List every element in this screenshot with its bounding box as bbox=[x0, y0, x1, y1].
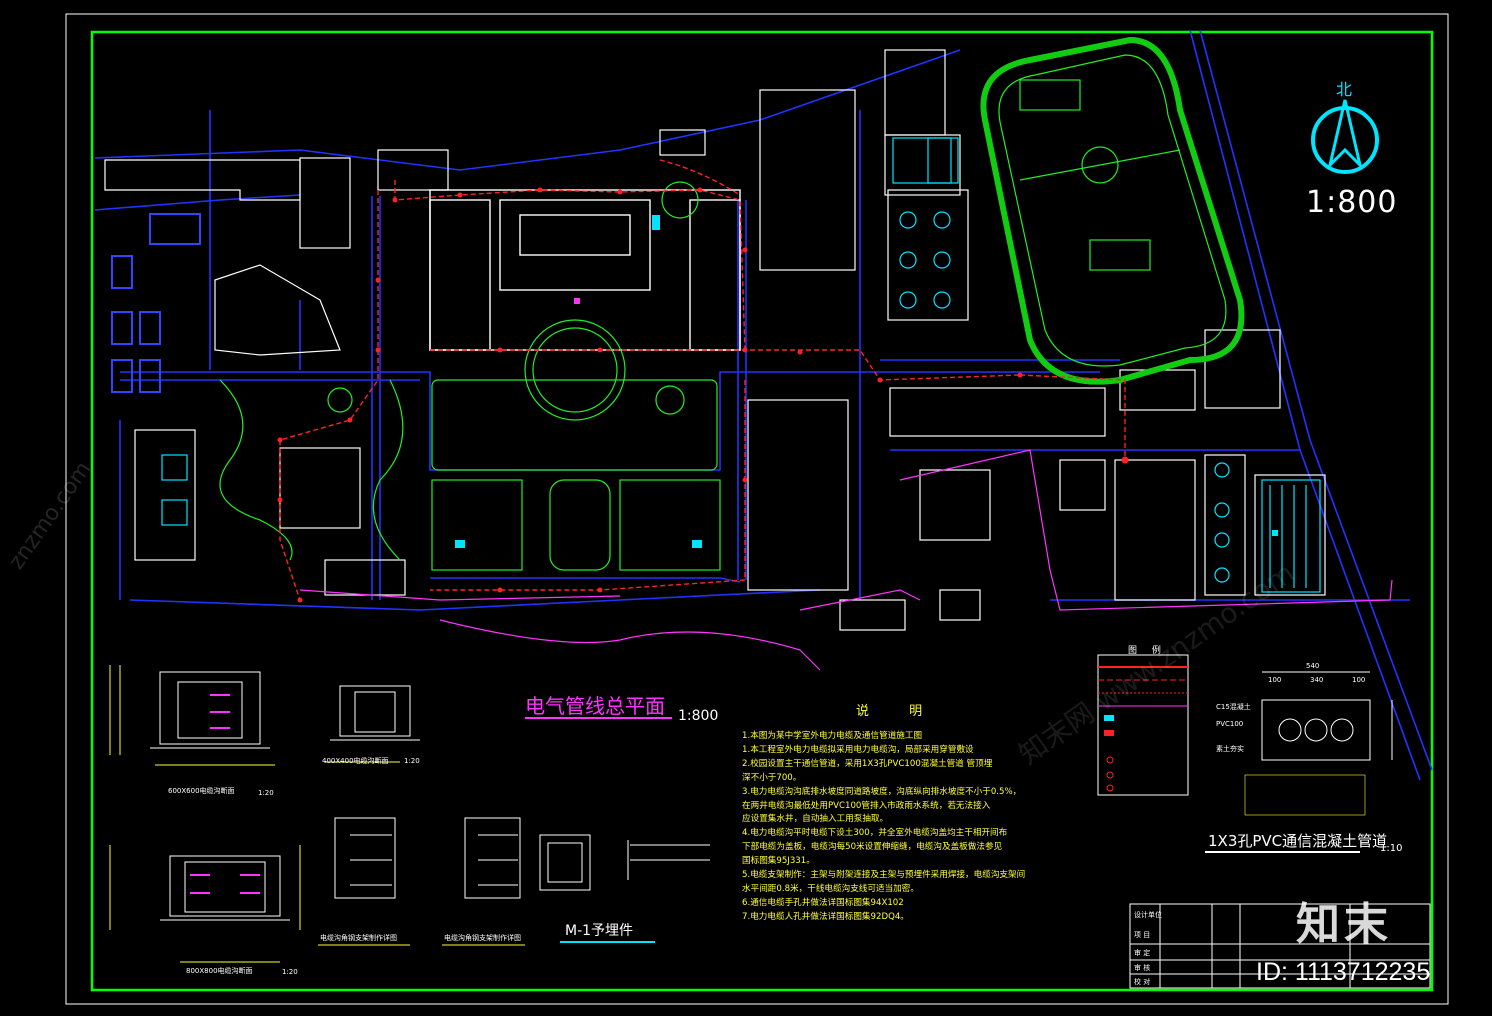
watermark-logo: 知末 bbox=[1296, 899, 1392, 950]
legend-box bbox=[1097, 654, 1189, 796]
note-line: 2.校园设置主干通信管道，采用1X3孔PVC100混凝土管道 管顶埋 bbox=[742, 758, 993, 769]
main-building bbox=[429, 189, 741, 351]
note-line: 3.电力电缆沟沟底排水坡度同道路坡度，沟底纵向排水坡度不小于0.5%， bbox=[742, 786, 1022, 797]
pit-600-caption: 600X600电缆沟断面 bbox=[168, 787, 235, 795]
site-features-cyan bbox=[161, 137, 1321, 593]
duct-dim-total: 540 bbox=[1306, 662, 1320, 670]
landscape-green bbox=[219, 36, 1245, 571]
support-b-caption: 电缆沟角钢支架制作详图 bbox=[444, 934, 521, 942]
pit-600-scale: 1:20 bbox=[258, 789, 274, 797]
watermark-id: ID: 1113712235 bbox=[1256, 958, 1431, 986]
detail-pit-800 bbox=[109, 845, 301, 963]
title-block-row: 项 目 bbox=[1134, 931, 1151, 939]
title-block-row: 审 核 bbox=[1134, 964, 1151, 972]
cyan-markers bbox=[455, 215, 1278, 548]
note-line: 应设置集水井，自动抽入工用泵抽取。 bbox=[742, 814, 889, 825]
note-line: 1.本工程室外电力电缆拟采用电力电缆沟，局部采用穿管敷设 bbox=[742, 744, 974, 755]
pit-800-scale: 1:20 bbox=[282, 968, 298, 976]
notes-title: 说 明 bbox=[856, 704, 941, 719]
pit-800-caption: 800X800电缆沟断面 bbox=[186, 967, 253, 975]
duct-label-soil: 素土夯实 bbox=[1216, 745, 1244, 753]
duct-section-scale: 1:10 bbox=[1380, 843, 1403, 854]
note-line: 1.本图为某中学室外电力电缆及通信管道施工图 bbox=[742, 731, 923, 741]
title-block-row: 校 对 bbox=[1134, 978, 1151, 986]
detail-pit-600 bbox=[109, 665, 275, 766]
duct-dim-right: 100 bbox=[1352, 676, 1366, 684]
plan-title: 电气管线总平面 bbox=[525, 694, 665, 718]
detail-pit-800-pink bbox=[190, 874, 260, 894]
detail-m1 bbox=[539, 834, 710, 943]
duct-section-title: 1X3孔PVC通信混凝土管道 bbox=[1208, 832, 1388, 850]
site-boundary bbox=[299, 449, 1393, 671]
north-arrow-char: 北 bbox=[1336, 80, 1352, 99]
west-buildings bbox=[111, 213, 201, 393]
note-line: 水平间距0.8米，干线电缆沟支线可适当加密。 bbox=[742, 883, 919, 894]
note-line: 下部电缆为盖板，电缆沟每50米设置伸缩缝，电缆沟及盖板做法参见 bbox=[742, 842, 1003, 853]
notes-list: 1.本图为某中学室外电力电缆及通信管道施工图 1.本工程室外电力电缆拟采用电力电… bbox=[742, 730, 1025, 925]
duct-label-pvc: PVC100 bbox=[1216, 720, 1244, 728]
note-line: 国标图集95J331。 bbox=[742, 856, 815, 867]
magenta-marker bbox=[574, 298, 580, 304]
outer-frame bbox=[65, 13, 1449, 1005]
pit-400-caption: 400X400电缆沟断面 bbox=[322, 757, 389, 765]
pit-400-scale: 1:20 bbox=[404, 757, 420, 765]
note-line: 4.电力电缆沟平时电缆下设土300，并全室外电缆沟盖均主干相开间布 bbox=[742, 828, 1008, 839]
plan-scale: 1:800 bbox=[678, 708, 719, 724]
note-line: 在两井电缆沟最低处用PVC100管排入市政雨水系统，若无法接入 bbox=[742, 800, 991, 811]
note-line: 深不小于700。 bbox=[742, 772, 802, 783]
title-block-row: 设计单位 bbox=[1134, 911, 1162, 919]
note-line: 6.通信电缆手孔井做法详国标图集94X102 bbox=[742, 897, 904, 908]
north-arrow-icon bbox=[1311, 99, 1379, 174]
m1-title: M-1予埋件 bbox=[565, 923, 634, 939]
building-outlines bbox=[104, 49, 1326, 631]
north-scale: 1:800 bbox=[1306, 185, 1398, 220]
road-network bbox=[94, 29, 1433, 781]
detail-pit-600-pink bbox=[210, 694, 230, 729]
duct-label-concrete: C15混凝土 bbox=[1216, 703, 1251, 711]
note-line: 7.电力电缆人孔井做法详国标图集92DQ4。 bbox=[742, 911, 909, 922]
duct-dim-left: 100 bbox=[1268, 676, 1282, 684]
drawing-border bbox=[90, 30, 1434, 992]
legend-title: 图 例 bbox=[1128, 646, 1167, 656]
duct-dim-mid: 340 bbox=[1310, 676, 1324, 684]
cable-nodes bbox=[277, 187, 1129, 603]
title-block-row: 审 定 bbox=[1134, 949, 1151, 957]
duct-section bbox=[1205, 671, 1393, 853]
detail-supports bbox=[318, 817, 525, 946]
support-a-caption: 电缆沟角钢支架制作详图 bbox=[320, 934, 397, 942]
note-line: 5.电缆支架制作：主架与附架连接及主架与预埋件采用焊接，电缆沟支架间 bbox=[742, 870, 1026, 881]
detail-pit-400 bbox=[325, 685, 420, 763]
title-block bbox=[1129, 903, 1431, 989]
